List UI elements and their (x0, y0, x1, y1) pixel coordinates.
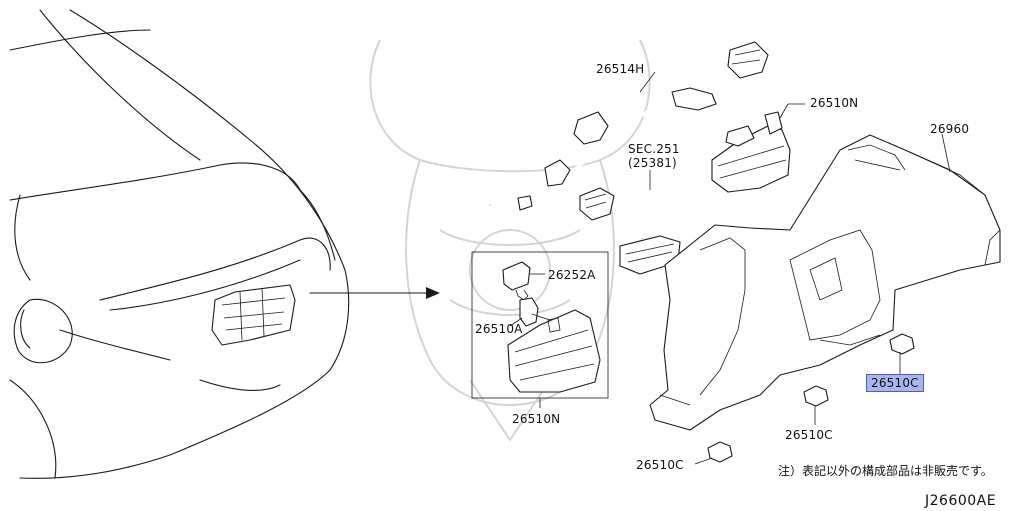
clip-lower (694, 441, 733, 465)
footnote: 注）表記以外の構成部品は非販売です。 (778, 464, 993, 478)
label-sec-ref-line2: (25381) (628, 156, 677, 170)
sec-connector (579, 170, 681, 275)
label-clip-middle: 26510C (785, 428, 833, 442)
pointer-arrow (309, 287, 440, 299)
label-bulb: 26252A (548, 268, 596, 282)
car-rear-body (9, 9, 350, 479)
label-wire-harness: 26514H (596, 62, 645, 76)
watermark-crest (369, 39, 651, 442)
label-clip-lower: 26510C (636, 458, 684, 472)
clip-middle (803, 385, 829, 425)
trunk-finisher (649, 133, 1001, 431)
label-clip-highlighted[interactable]: 26510C (866, 374, 924, 392)
inset-box (471, 251, 609, 408)
label-finisher: 26960 (930, 122, 970, 136)
label-sec-ref-line1: SEC.251 (628, 142, 680, 156)
clip-highlighted (889, 333, 915, 375)
wire-harness (484, 41, 769, 220)
label-socket: 26510A (475, 322, 523, 336)
lamp-upper (711, 103, 805, 193)
label-lamp-upper: 26510N (810, 96, 859, 110)
diagram-code: J26600AE (925, 493, 997, 509)
label-lamp-inset: 26510N (512, 412, 561, 426)
